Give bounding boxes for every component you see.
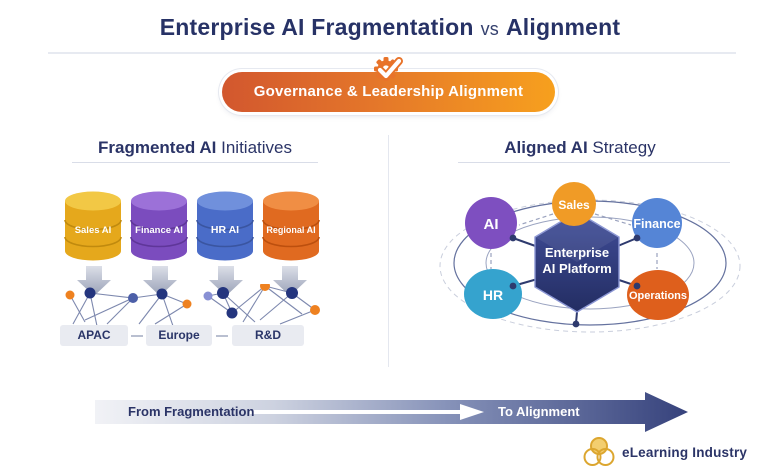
left-heading-bold: Fragmented AI [98,138,217,157]
region-label-rd: R&D [232,325,304,346]
cylinder-finance-ai: Finance AI [130,191,188,261]
gear-check-icon [374,57,403,81]
flow-arrow-graphic [95,392,688,432]
cylinder-top [65,191,121,211]
hexagon-facet [535,212,619,262]
hub-label-line2: AI Platform [542,261,611,276]
cylinder-label: Regional AI [266,225,315,235]
cylinder-regional-ai: Regional AI [262,191,320,261]
node-operations [627,270,689,320]
node-sales [552,182,596,226]
right-heading-bold: Aligned AI [504,138,588,157]
node-ai-label: AI [484,216,499,233]
cylinder-label: Finance AI [135,225,183,236]
region-label-apac: APAC [60,325,128,346]
page-title: Enterprise AI Fragmentation vs Alignment [0,14,780,41]
governance-badge: Governance & Leadership Alignment [222,72,555,112]
cylinder-grooves [64,219,122,248]
down-arrow-icon [77,266,111,296]
node-hr-label: HR [483,287,503,303]
left-section-heading: Fragmented AI Initiatives [50,138,340,158]
down-arrow-icon [143,266,177,296]
panel-divider [388,135,389,367]
orbit-ring-dashed [439,199,741,333]
cylinder-hr-ai: HR AI [196,191,254,261]
cylinder-grooves [130,219,188,248]
down-arrows-icon [77,266,307,296]
flow-from-label: From Fragmentation [128,404,255,419]
flow-arrow-inner-icon [250,404,484,420]
fragmented-network-graph [65,284,320,327]
enterprise-platform-hexagon [534,211,620,313]
cylinder-label: Sales AI [75,225,112,236]
three-rings-icon [583,437,615,466]
cylinder-top [131,191,187,211]
node-hr [464,269,522,319]
node-sales-label: Sales [558,198,590,212]
flow-to-label: To Alignment [498,404,580,419]
cylinder-top [263,191,319,211]
region-label-europe: Europe [146,325,212,346]
down-arrow-icon [273,266,307,296]
connector-dots [509,234,641,328]
title-end: Alignment [505,14,621,40]
node-ai [465,197,517,249]
network-edges [69,285,316,327]
right-heading-underline [458,162,730,163]
cylinder-label: HR AI [211,224,239,236]
fragmentation-to-alignment-arrow: From Fragmentation To Alignment [90,386,700,438]
title-main: Enterprise AI Fragmentation [159,14,474,40]
right-section-heading: Aligned AI Strategy [430,138,730,158]
node-finance [632,198,682,248]
aligned-hub-diagram: Enterprise AI Platform AI Sales Finance … [439,182,741,333]
right-heading-rest: Strategy [587,138,656,157]
brand-name: eLearning Industry [622,444,748,460]
left-heading-rest: Initiatives [216,138,292,157]
cylinder-top [197,191,253,211]
down-arrow-icon [209,266,243,296]
cylinder-grooves [262,219,320,248]
cylinder-grooves [196,219,254,248]
network-nodes [65,284,320,319]
hub-label-line1: Enterprise [545,245,609,260]
title-vs: vs [480,19,499,39]
left-heading-underline [72,162,318,163]
node-operations-label: Operations [629,290,687,302]
region-connector [131,335,143,337]
node-finance-label: Finance [633,217,680,231]
region-connector [216,335,228,337]
brand-footer: eLearning Industry [583,436,747,468]
title-divider [48,52,736,54]
governance-badge-label: Governance & Leadership Alignment [253,83,524,100]
cylinder-sales-ai: Sales AI [64,191,122,261]
